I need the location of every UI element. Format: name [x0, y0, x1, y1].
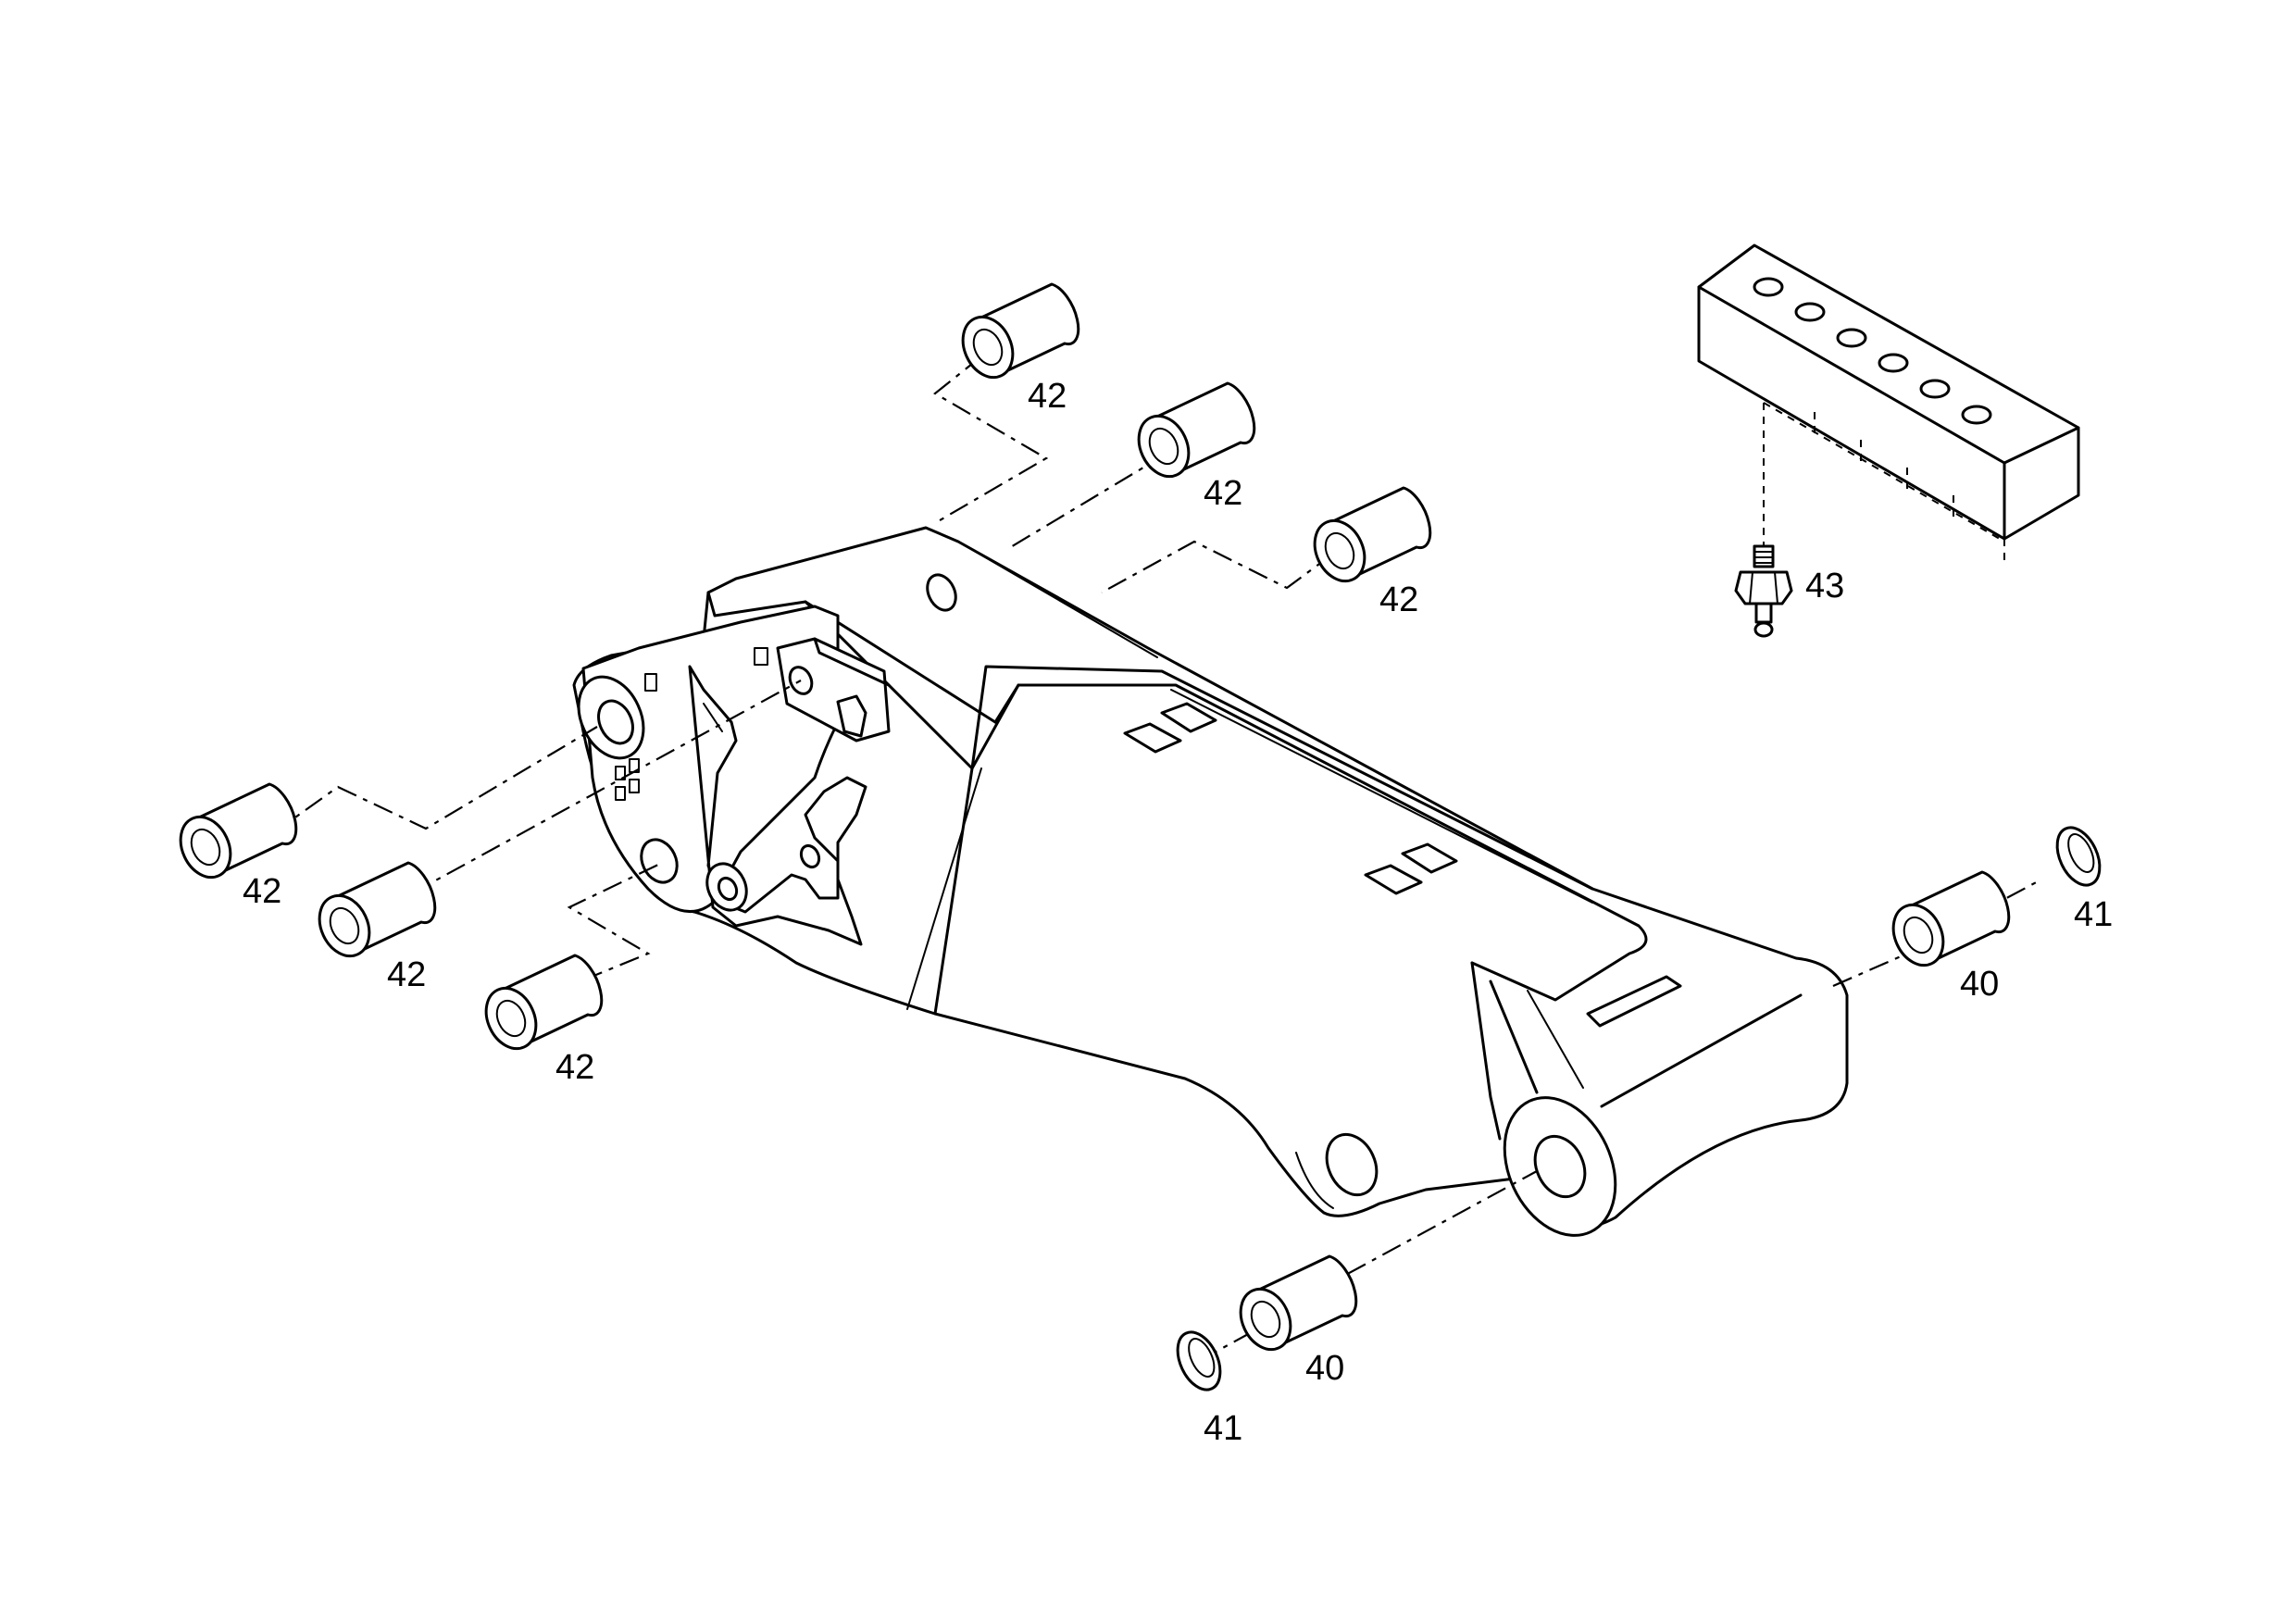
wear-pads — [1123, 702, 1682, 1028]
seal-ring-icon — [2047, 819, 2110, 893]
callout-42: 42 — [243, 872, 281, 911]
bushing-icon — [475, 954, 604, 1058]
bushing-icon — [952, 282, 1080, 387]
callout-43: 43 — [1805, 567, 1844, 605]
callout-40: 40 — [1960, 965, 1999, 1004]
callout-42: 42 — [1204, 474, 1242, 513]
bushing-icon — [1229, 1254, 1358, 1359]
callout-41: 41 — [2074, 895, 2113, 934]
callout-40: 40 — [1305, 1349, 1344, 1388]
callout-42: 42 — [387, 955, 426, 994]
bushing-icon — [169, 782, 298, 887]
distribution-block-icon — [1697, 243, 2080, 565]
callout-42: 42 — [1028, 377, 1067, 416]
boom-arm — [572, 526, 1849, 1237]
callout-41: 41 — [1204, 1409, 1242, 1448]
bushing-icon — [1128, 381, 1256, 486]
callout-42: 42 — [1379, 580, 1418, 619]
bushing-icon — [1304, 486, 1432, 591]
grease-nipple-icon — [1734, 544, 1793, 638]
callout-labels: 42 42 42 43 42 42 42 41 40 40 41 — [243, 377, 2113, 1448]
bushing-icon — [1882, 870, 2011, 975]
callout-42: 42 — [555, 1048, 594, 1087]
seal-ring-icon — [1167, 1324, 1230, 1398]
bushing-icon — [308, 861, 437, 966]
